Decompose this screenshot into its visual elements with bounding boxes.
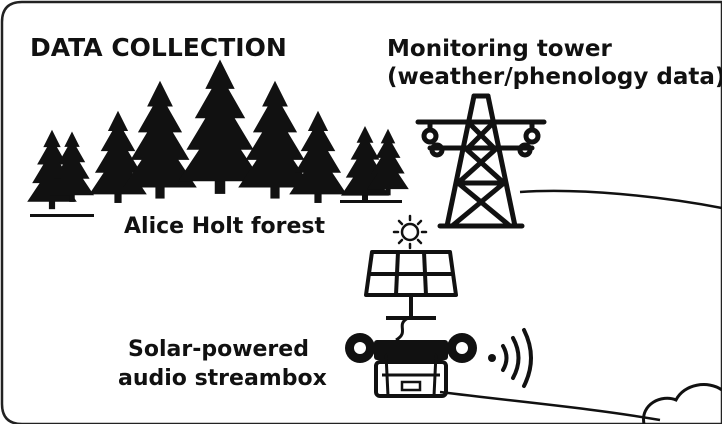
forest-group xyxy=(27,59,409,217)
cloud-icon xyxy=(642,383,722,425)
cable-line xyxy=(519,189,722,210)
wireless-signal-icon xyxy=(488,328,533,388)
transmission-tower-icon xyxy=(415,93,547,229)
forest-label: Alice Holt forest xyxy=(124,214,326,239)
tower-label-line1: Monitoring tower xyxy=(387,36,612,62)
tower-label-line2: (weather/phenology data) xyxy=(387,64,722,90)
section-title: DATA COLLECTION xyxy=(30,33,287,62)
sun-icon xyxy=(392,214,428,250)
streambox-label-line1: Solar-powered xyxy=(128,337,309,362)
solar-panel-icon xyxy=(364,250,458,320)
cable-line xyxy=(439,390,661,422)
audio-recorder-box-icon xyxy=(345,316,477,398)
ground-line xyxy=(340,200,402,203)
ground-line xyxy=(30,214,94,217)
streambox-label-line2: audio streambox xyxy=(118,366,327,391)
